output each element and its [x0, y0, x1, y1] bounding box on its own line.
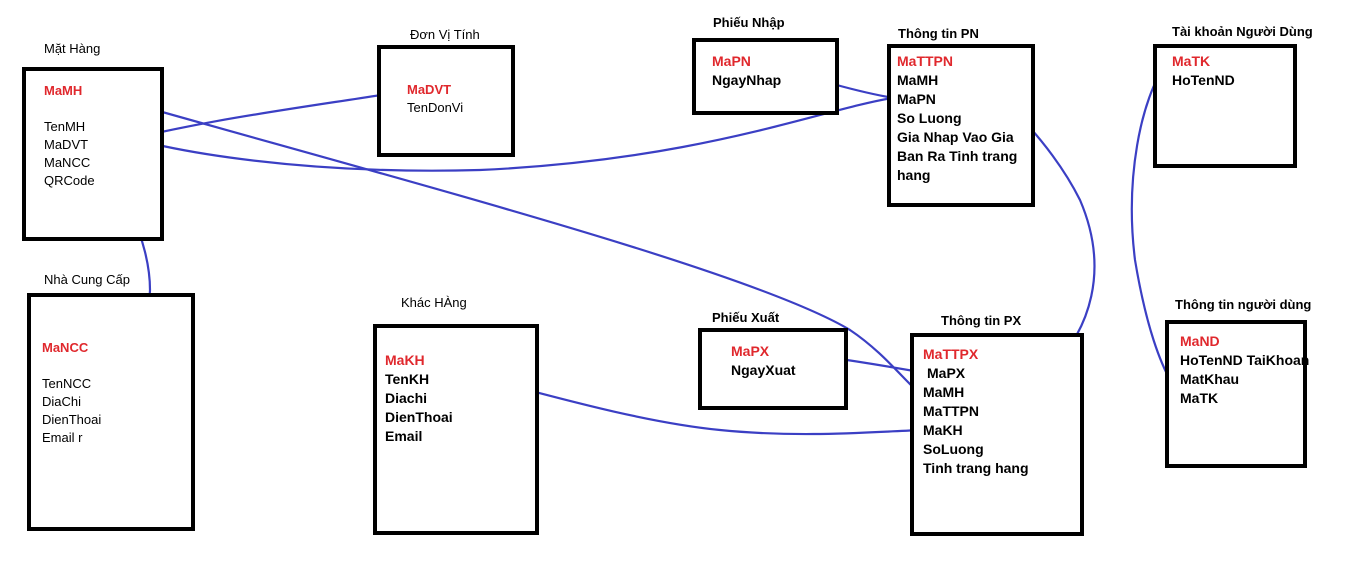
link-mamh-to-ttpx [87, 89, 919, 393]
khachhang-field: Email [385, 428, 423, 444]
donvitinh-table[interactable] [377, 45, 515, 157]
khachhang-field: Diachi [385, 390, 428, 406]
thongtinpn-field: MaPN [897, 91, 936, 107]
thongtinpx-field: SoLuong [923, 441, 984, 457]
nhacungcap-field: DiaChi [42, 394, 82, 409]
thongtinnd-key: MaND [1180, 333, 1220, 349]
mathang-field: MaDVT [44, 137, 89, 152]
thongtinpx-key: MaTTPX [923, 346, 979, 362]
phieunhap-field: NgayNhap [712, 72, 782, 88]
mathang-field: TenMH [44, 119, 86, 134]
link-tenmh-to-ttpn [97, 96, 893, 172]
mathang-fields: MaMH TenMH MaDVT MaNCC QRCode [44, 82, 95, 190]
phieuxuat-title: Phiếu Xuất [712, 310, 780, 325]
link-matk-to-thongtinnd [1130, 61, 1181, 396]
mathang-field: MaNCC [44, 155, 91, 170]
mathang-title: Mặt Hàng [44, 41, 101, 56]
thongtinpn-field: Gia Nhap Vao Gia [897, 129, 1014, 145]
thongtinpn-field: So Luong [897, 110, 962, 126]
nhacungcap-field: TenNCC [42, 376, 92, 391]
taikhoan-fields: MaTK HoTenND [1172, 52, 1235, 90]
thongtinpn-field: hang [897, 167, 931, 183]
nhacungcap-field: DienThoai [42, 412, 102, 427]
phieuxuat-field: NgayXuat [731, 362, 796, 378]
donvitinh-key: MaDVT [407, 82, 452, 97]
nhacungcap-fields: MaNCC TenNCC DiaChi DienThoai Email r [42, 339, 101, 447]
donvitinh-field: TenDonVi [407, 100, 464, 115]
taikhoan-field: HoTenND [1172, 72, 1235, 88]
thongtinnd-field: MatKhau [1180, 371, 1240, 387]
thongtinpn-field: MaMH [897, 72, 939, 88]
thongtinnd-field: HoTenND TaiKhoan [1180, 352, 1310, 368]
nhacungcap-table[interactable] [27, 293, 195, 531]
khachhang-key: MaKH [385, 352, 425, 368]
phieuxuat-fields: MaPX NgayXuat [731, 342, 796, 380]
thongtinnd-title: Thông tin người dùng [1175, 297, 1312, 312]
thongtinnd-table[interactable] [1165, 320, 1307, 468]
phieunhap-table[interactable] [692, 38, 839, 115]
khachhang-title: Khác HÀng [401, 295, 467, 310]
mathang-key: MaMH [44, 83, 83, 98]
donvitinh-fields: MaDVT TenDonVi [407, 81, 463, 117]
mathang-table[interactable] [22, 67, 164, 241]
phieunhap-key: MaPN [712, 53, 751, 69]
thongtinpx-field: MaTTPN [923, 403, 979, 419]
phieunhap-fields: MaPN NgayNhap [712, 52, 781, 90]
thongtinpx-field: MaKH [923, 422, 963, 438]
thongtinpn-key: MaTTPN [897, 53, 953, 69]
nhacungcap-field: Email r [42, 430, 83, 445]
taikhoan-table[interactable] [1153, 44, 1297, 168]
thongtinpx-field: Tinh trang hang [923, 460, 1029, 476]
taikhoan-title: Tài khoản Người Dùng [1172, 24, 1313, 39]
thongtinpx-field: MaPX [927, 365, 966, 381]
phieuxuat-table[interactable] [698, 328, 848, 410]
nhacungcap-title: Nhà Cung Cấp [44, 272, 130, 287]
khachhang-fields: MaKH TenKH Diachi DienThoai Email [385, 351, 453, 446]
mathang-field: QRCode [44, 173, 95, 188]
thongtinpx-fields: MaTTPX MaPX MaMH MaTTPN MaKH SoLuong Tin… [923, 345, 1029, 478]
thongtinpx-table[interactable] [910, 333, 1084, 536]
phieuxuat-key: MaPX [731, 343, 770, 359]
thongtinnd-field: MaTK [1180, 390, 1219, 406]
taikhoan-key: MaTK [1172, 53, 1211, 69]
khachhang-field: DienThoai [385, 409, 453, 425]
thongtinnd-fields: MaND HoTenND TaiKhoan MatKhau MaTK [1180, 332, 1309, 408]
thongtinpn-field: Ban Ra Tinh trang [897, 148, 1018, 164]
khachhang-field: TenKH [385, 371, 430, 387]
thongtinpx-field: MaMH [923, 384, 965, 400]
nhacungcap-key: MaNCC [42, 340, 89, 355]
phieunhap-title: Phiếu Nhập [713, 15, 785, 30]
donvitinh-title: Đơn Vị Tính [410, 27, 480, 42]
thongtinpn-fields: MaTTPN MaMH MaPN So Luong Gia Nhap Vao G… [897, 52, 1017, 185]
thongtinpn-table[interactable] [887, 44, 1035, 207]
khachhang-table[interactable] [373, 324, 539, 535]
thongtinpn-title: Thông tin PN [898, 26, 979, 41]
thongtinpx-title: Thông tin PX [941, 313, 1022, 328]
